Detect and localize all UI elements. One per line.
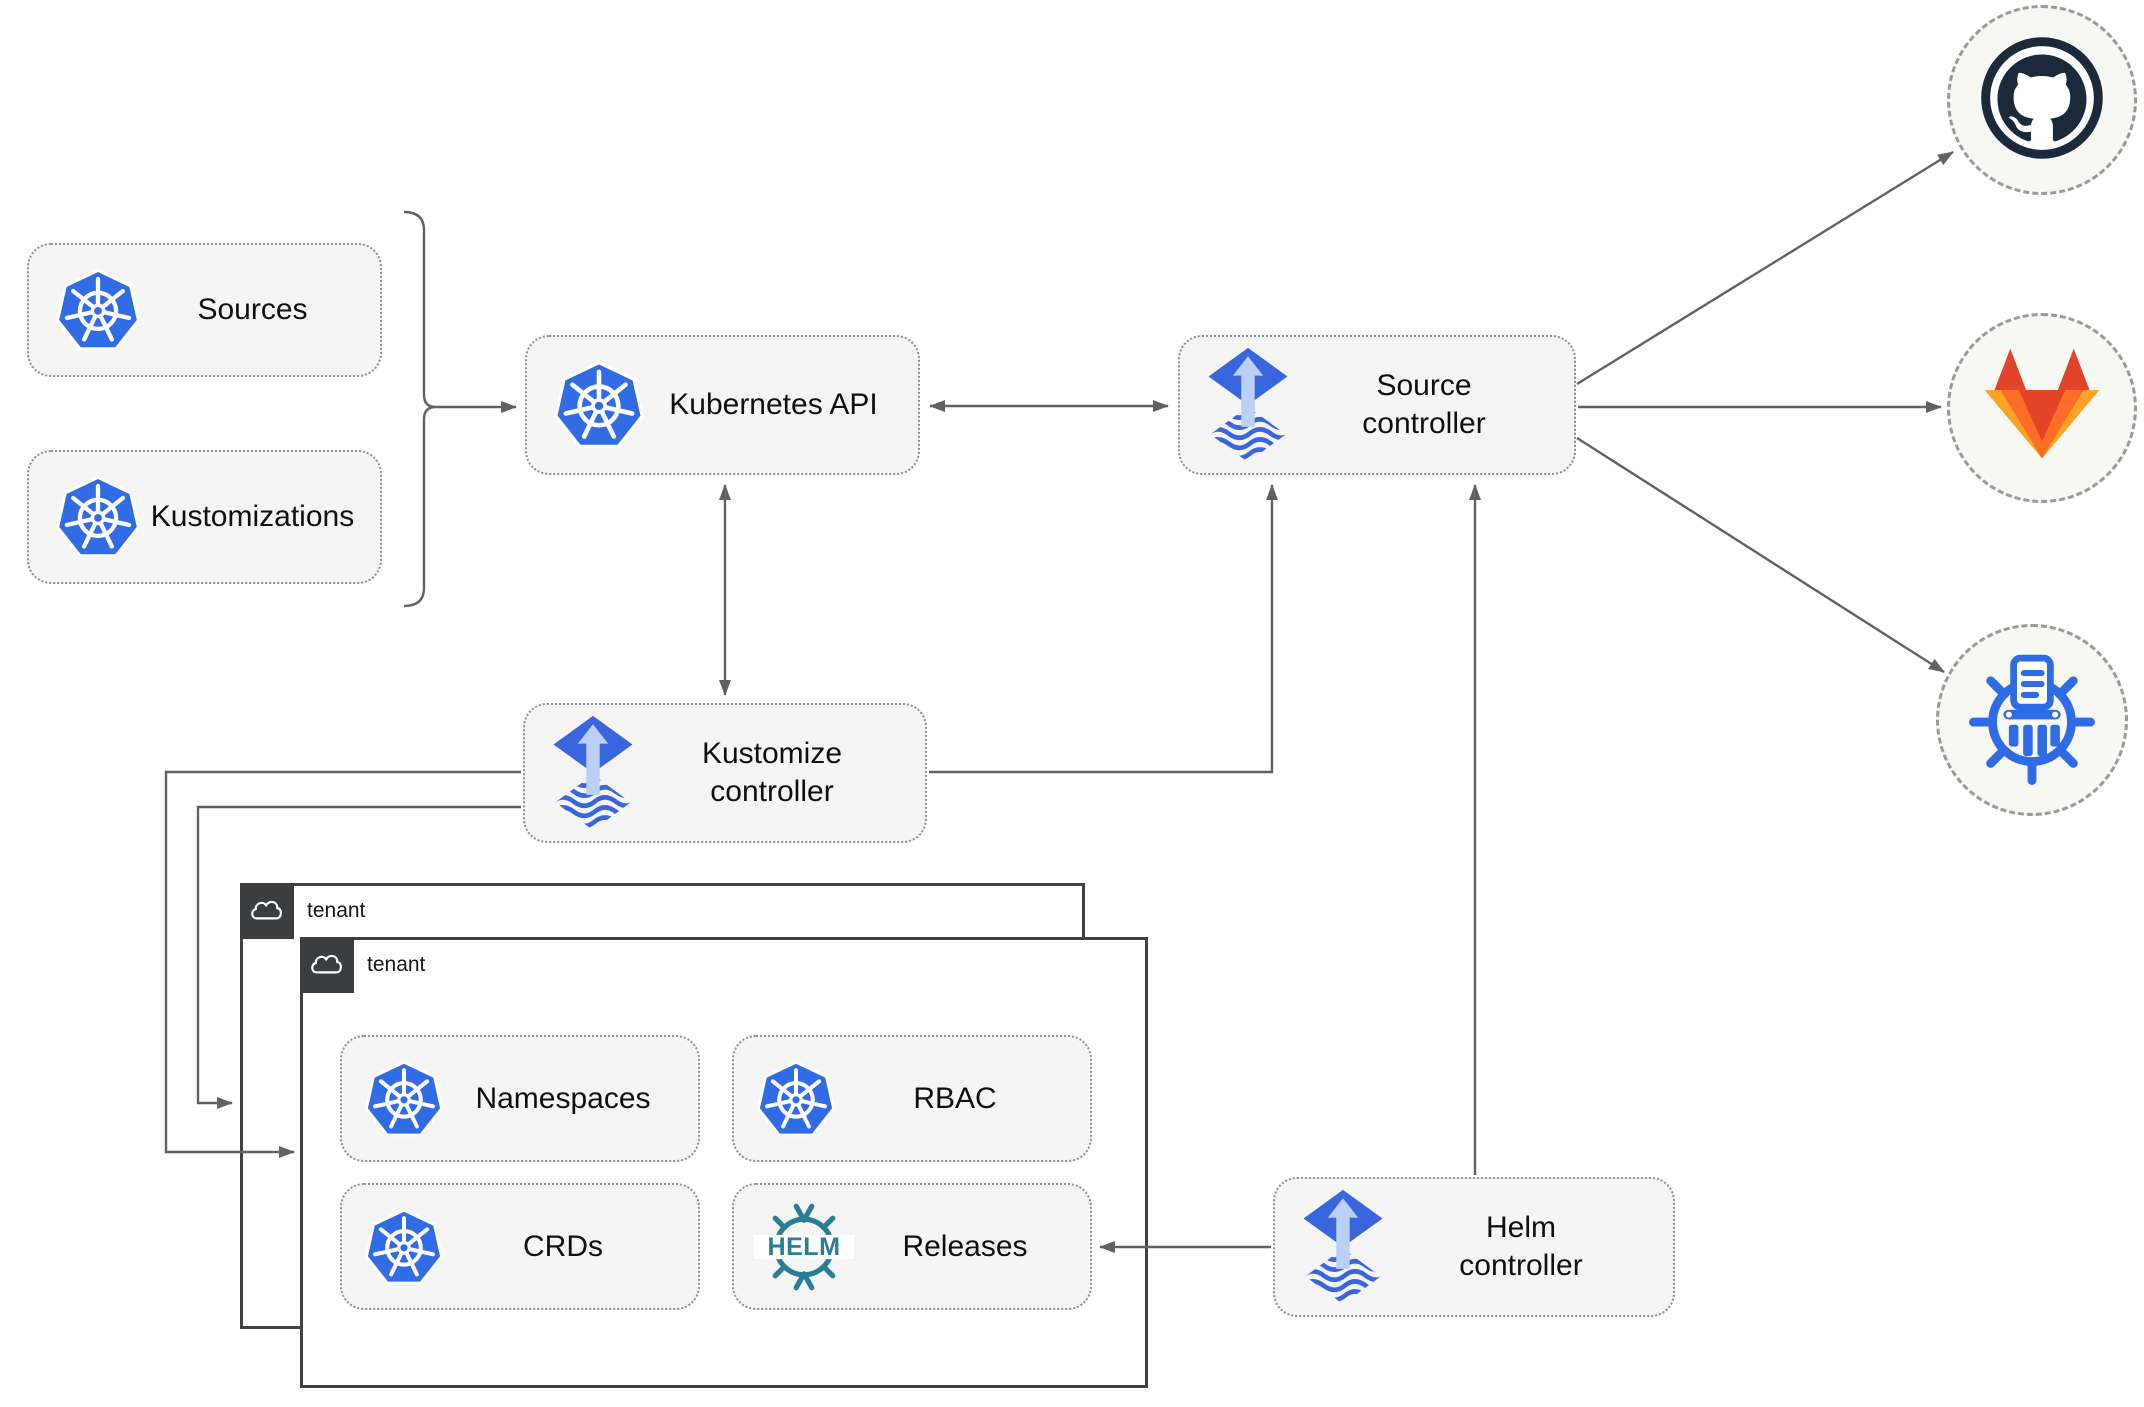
- cloud-icon: [306, 946, 348, 985]
- kubernetes-icon: [55, 267, 141, 353]
- tenant-tab: [240, 883, 294, 939]
- kubernetes-icon: [364, 1207, 444, 1287]
- node-label-line2: controller: [710, 775, 834, 808]
- node-sources[interactable]: Sources: [27, 243, 382, 377]
- flux-icon: [1206, 346, 1290, 464]
- github-octocat-icon: [1978, 34, 2106, 167]
- tenant-label: tenant: [307, 899, 366, 922]
- node-label: Helm controller: [1385, 1209, 1673, 1285]
- node-kubernetes-api[interactable]: Kubernetes API: [525, 335, 920, 475]
- node-label: Sources: [197, 293, 308, 326]
- node-crds[interactable]: CRDs: [340, 1183, 700, 1310]
- node-kustomizations[interactable]: Kustomizations: [27, 450, 382, 584]
- node-label: Releases: [902, 1229, 1028, 1263]
- node-rbac[interactable]: RBAC: [732, 1035, 1092, 1162]
- tenant-tab: [300, 937, 354, 993]
- node-kustomize-controller[interactable]: Kustomize controller: [523, 703, 927, 843]
- endpoint-container-registry[interactable]: [1936, 624, 2128, 816]
- node-label-line1: Helm: [1485, 1211, 1556, 1244]
- node-label: Source controller: [1290, 367, 1574, 443]
- node-label-line1: Source: [1376, 369, 1472, 402]
- kubernetes-icon: [364, 1059, 444, 1139]
- endpoint-github[interactable]: [1947, 5, 2137, 195]
- kubernetes-icon: [756, 1059, 836, 1139]
- node-namespaces[interactable]: Namespaces: [340, 1035, 700, 1162]
- node-label: Kubernetes API: [669, 388, 878, 421]
- helm-logo-text: HELM: [768, 1232, 841, 1260]
- tenant-label: tenant: [367, 953, 426, 976]
- kubernetes-icon: [553, 359, 645, 451]
- node-label-line1: Kustomize: [701, 737, 843, 770]
- connector-kustomize-to-source-controller: [929, 484, 1278, 774]
- flux-icon: [551, 714, 635, 832]
- connector-sources-bracket: [403, 210, 437, 608]
- node-label: Namespaces: [475, 1081, 651, 1115]
- connector-source-to-registry: [1576, 436, 1945, 674]
- helm-icon: HELM: [752, 1199, 856, 1295]
- node-label-line2: controller: [1362, 407, 1486, 440]
- node-helm-controller[interactable]: Helm controller: [1273, 1177, 1675, 1317]
- endpoint-gitlab[interactable]: [1947, 313, 2137, 503]
- node-source-controller[interactable]: Source controller: [1178, 335, 1576, 475]
- flux-icon: [1301, 1188, 1385, 1306]
- node-label-line2: controller: [1459, 1249, 1583, 1282]
- gitlab-tanuki-icon: [1977, 345, 2107, 472]
- container-registry-icon: [1964, 650, 2100, 791]
- node-releases[interactable]: HELM Releases: [732, 1183, 1092, 1310]
- kubernetes-icon: [55, 474, 141, 560]
- node-label: Kustomizations: [150, 500, 355, 533]
- node-label: Kustomize controller: [635, 735, 925, 811]
- tenant-container-inner[interactable]: tenant: [300, 937, 1148, 1388]
- cloud-icon: [246, 892, 288, 931]
- node-label: RBAC: [913, 1081, 997, 1115]
- connector-source-to-github: [1576, 150, 1954, 386]
- node-label: CRDs: [523, 1229, 603, 1263]
